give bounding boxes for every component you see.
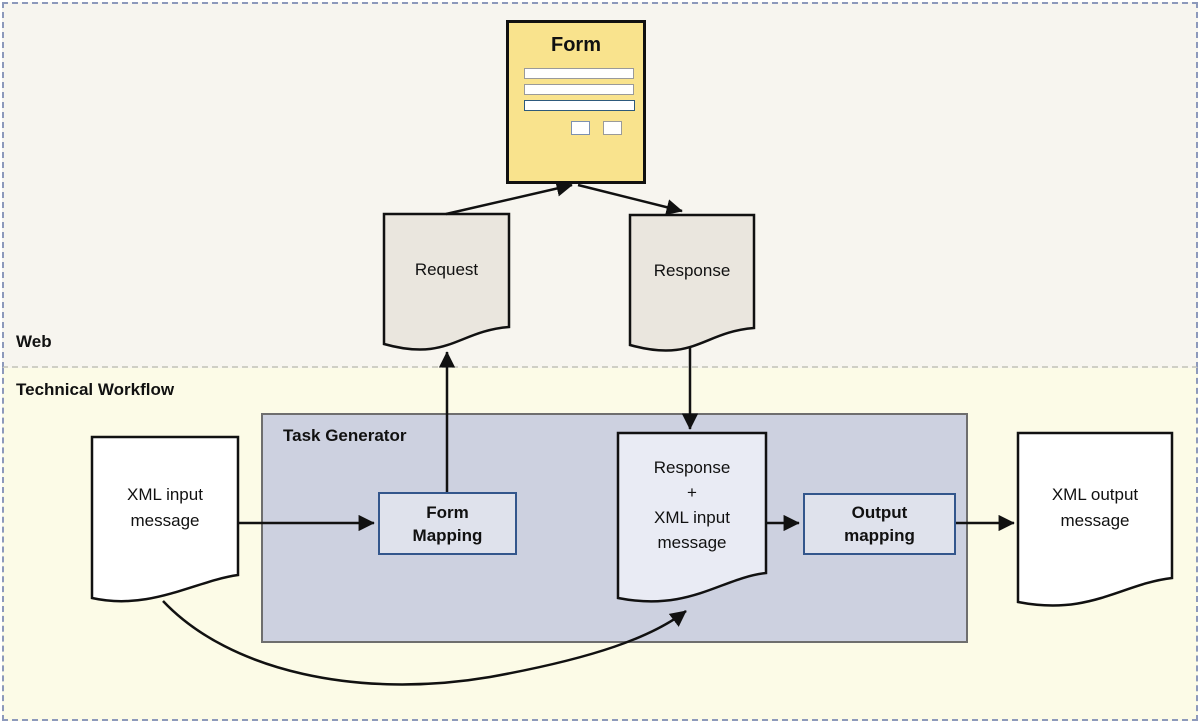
form-field-1: [524, 68, 634, 79]
form-field-3: [524, 100, 635, 111]
output-mapping-label-line1: Output: [851, 503, 908, 522]
xml-input-message-label: XML input message: [92, 482, 238, 534]
response-plus-xml-input-label: Response + XML input message: [618, 455, 766, 555]
merged-label-line1: Response: [653, 458, 731, 477]
merged-label-line4: message: [657, 533, 727, 552]
form-node-title: Form: [551, 34, 601, 56]
form-mapping-label-line2: Mapping: [412, 525, 483, 545]
xml-output-message-line1: XML output: [1051, 485, 1139, 504]
form-checkbox-2: [603, 121, 622, 135]
technical-workflow-region-label: Technical Workflow: [16, 380, 175, 399]
task-generator-title: Task Generator: [283, 426, 407, 445]
xml-input-message-line2: message: [130, 511, 200, 530]
xml-output-message-label: XML output message: [1018, 482, 1172, 534]
response-label: Response: [653, 261, 731, 280]
merged-label-line2: +: [687, 483, 697, 502]
output-mapping-node: Output mapping: [803, 493, 956, 555]
request-label: Request: [414, 260, 479, 279]
web-region-label: Web: [16, 332, 52, 351]
form-node: Form: [506, 20, 646, 184]
form-checkbox-1: [571, 121, 590, 135]
xml-input-message-line1: XML input: [127, 485, 203, 504]
form-mapping-label-line1: Form: [426, 502, 469, 522]
xml-output-message-line2: message: [1060, 511, 1130, 530]
form-mapping-node: Form Mapping: [378, 492, 517, 555]
output-mapping-label-line2: mapping: [844, 526, 915, 545]
form-field-2: [524, 84, 634, 95]
merged-label-line3: XML input: [654, 508, 730, 527]
